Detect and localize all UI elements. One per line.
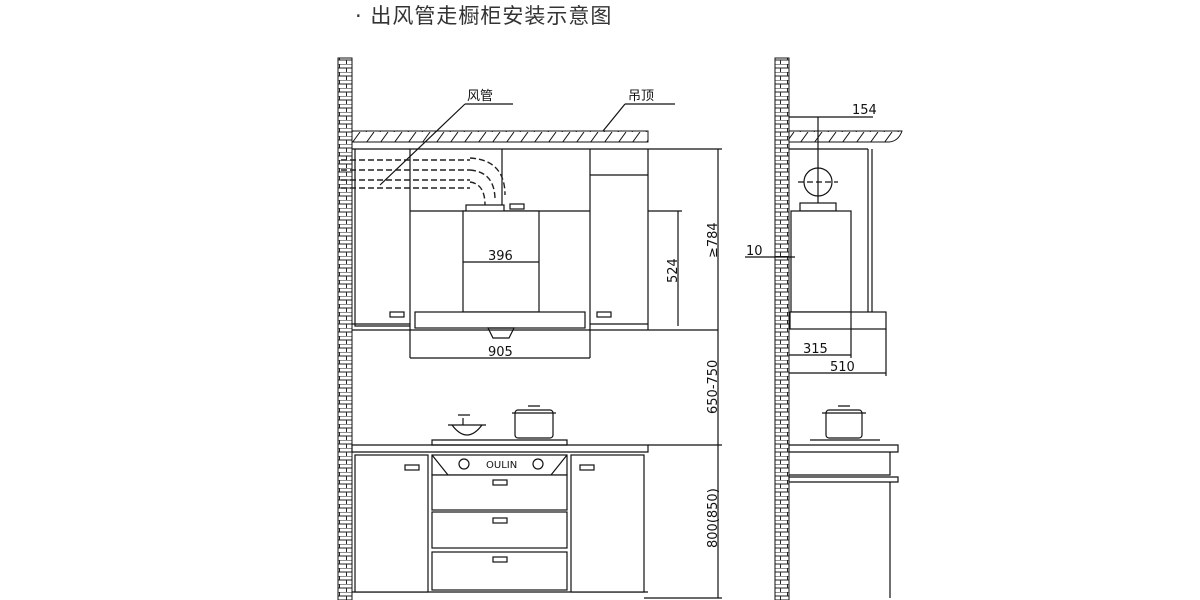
left-wall — [337, 57, 353, 600]
dim-154: 154 — [852, 103, 877, 118]
dim-800-850: 800(850) — [706, 488, 721, 548]
dim-905: 905 — [488, 345, 513, 360]
side-ceiling — [788, 130, 903, 143]
duct — [341, 157, 506, 206]
ceiling-slab — [351, 130, 649, 143]
dim-10: 10 — [746, 244, 763, 259]
dim-524: 524 — [666, 258, 681, 283]
front-view: 风管 吊顶 396 905 524 ≥784 650-750 800(850) — [337, 57, 722, 600]
side-wall — [774, 57, 790, 600]
side-view: 154 10 315 510 — [745, 57, 903, 600]
hood-canopy — [414, 311, 586, 329]
brand-label: OULIN — [486, 460, 517, 471]
dim-510: 510 — [830, 360, 855, 375]
duct-label: 风管 — [467, 89, 493, 104]
dim-396: 396 — [488, 249, 513, 264]
diagram-title: · 出风管走橱柜安装示意图 — [355, 4, 613, 28]
dim-784: ≥784 — [706, 222, 721, 258]
ceiling-label: 吊顶 — [628, 89, 654, 104]
side-hood-body — [790, 210, 852, 313]
dim-650-750: 650-750 — [706, 360, 721, 414]
hood-light-icon — [487, 327, 515, 339]
side-hood-canopy — [789, 311, 887, 330]
dim-315: 315 — [803, 342, 828, 357]
